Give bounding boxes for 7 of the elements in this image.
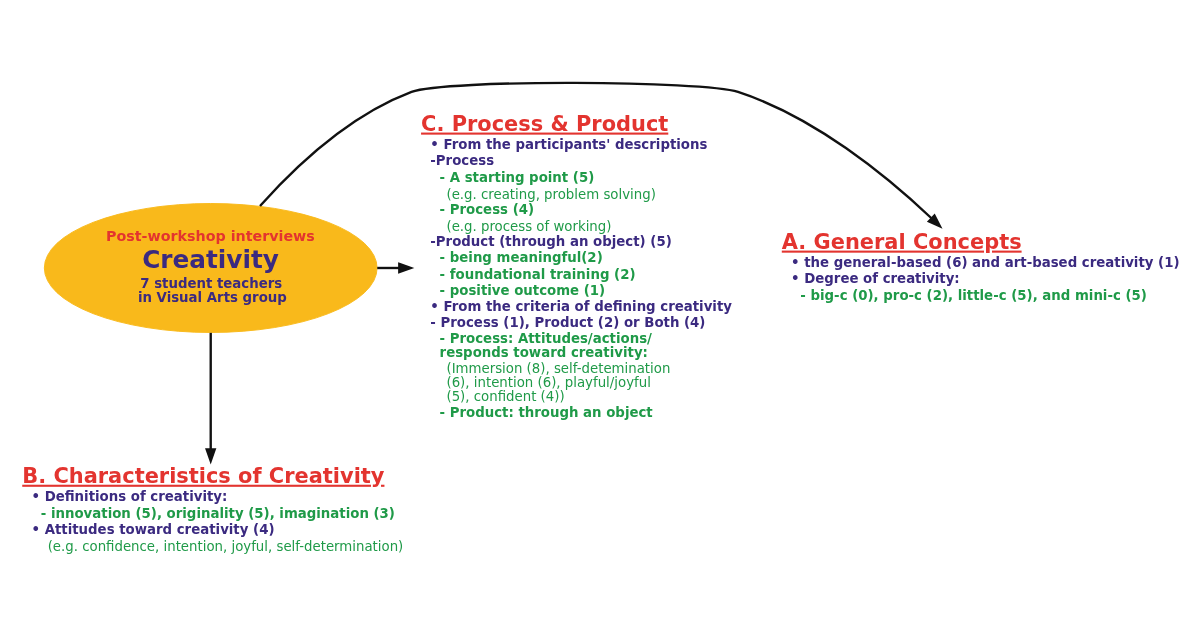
arrow [259, 81, 943, 229]
arrow [205, 332, 217, 465]
node-ellipse: Post-workshop interviews Creativity 7 student teachers in Visual Arts group [43, 203, 378, 333]
node-text: C. Process & Product • From the participants' descriptions -Process - A starting point (5) (e.g. creating, problem solving) - Process (4) (e.g. process of working) -Product (through an object) (5) - being meaningful(2) - foundational training (2) - positive outcome (1) • From the criteria of defining creativity - Process (1), Product (2) or Both (4) - Process: Attitudes/actions/ responds toward creativity: (Immersion (8), self-detemination (6), intention (6), playful/joyful (5), confident (4)) - Product: through an object [421, 111, 732, 420]
node-text: B. Characteristics of Creativity • Definitions of creativity: - innovation (5), originality (5), imagination (3) • Attitudes toward creativity (4) (e.g. confidence, intention, joyful, self-determination) [22, 463, 404, 554]
arrow [377, 262, 415, 274]
node-text: A. General Concepts • the general-based (6) and art-based creativity (1) • Degree of creativity: - big-c (0), pro-c (2), little-c (5), and mini-c (5) [781, 229, 1180, 303]
